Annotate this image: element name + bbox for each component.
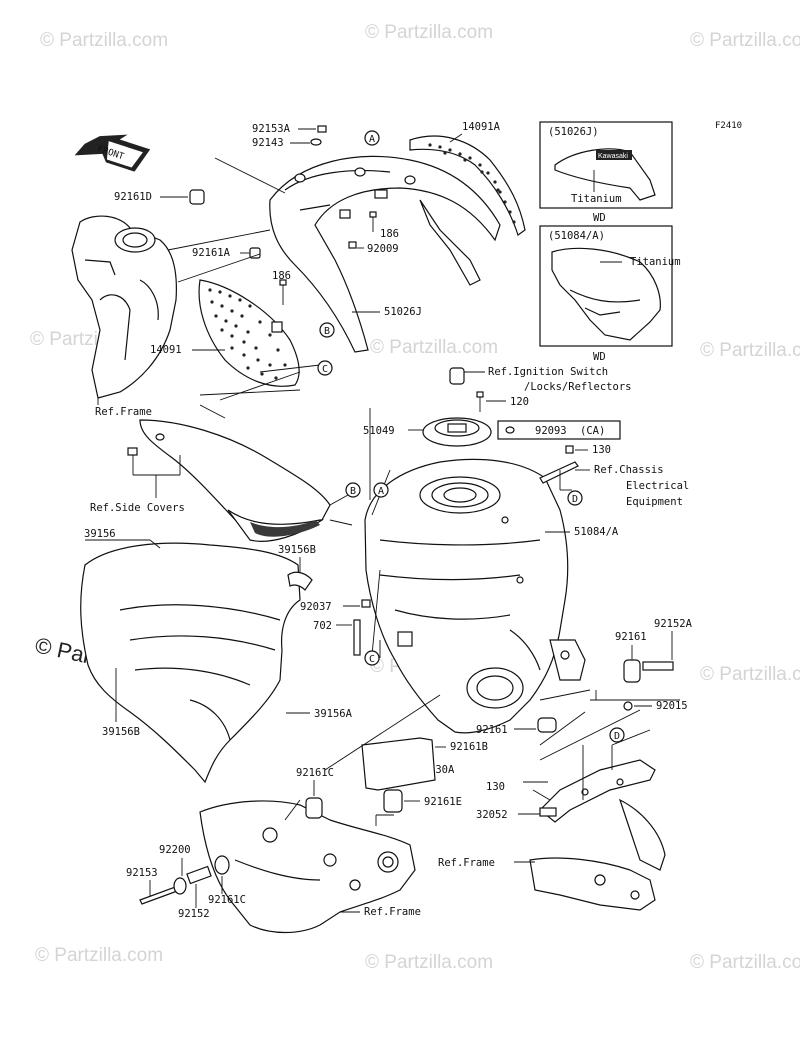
grille-14091-drawing xyxy=(198,279,300,387)
part-label: 39156 xyxy=(84,528,116,540)
part-label: 92009 xyxy=(367,243,399,255)
part-92093-box xyxy=(497,420,621,440)
watermark: © Partzilla.com xyxy=(690,30,800,51)
callout-a: A xyxy=(369,134,375,145)
part-label: 92152 xyxy=(178,908,210,920)
bracket-39156b xyxy=(287,571,313,591)
ref-chassis-label: Ref.Chassis xyxy=(594,464,664,476)
small-fasteners xyxy=(189,125,377,305)
callout-d: D xyxy=(572,494,578,505)
variant-color: Titanium xyxy=(630,256,681,268)
part-label: 51026J xyxy=(384,306,422,318)
fairing-cover-drawing xyxy=(269,155,501,353)
part-label: 130A xyxy=(429,764,455,776)
part-label: 92161A xyxy=(192,247,231,259)
variant-box-51026j: (51026J) Kawasaki Titanium xyxy=(539,121,673,209)
watermark: © Partzilla.com xyxy=(700,340,800,361)
callout-d: D xyxy=(614,731,620,742)
frame-front-drawing xyxy=(71,215,177,399)
part-label: 92153 xyxy=(126,867,158,879)
ref-ignition-label: Ref.Ignition Switch xyxy=(488,366,608,378)
watermark: © Partzilla.com xyxy=(690,952,800,973)
fuel-tank-drawing xyxy=(364,458,586,734)
diagram-code: F2410 xyxy=(715,121,742,131)
part-label: 39156B xyxy=(278,544,316,556)
rubber-block-92161b xyxy=(361,737,436,791)
callout-a: A xyxy=(378,486,384,497)
part-label: 92161 xyxy=(615,631,647,643)
variant-color: Titanium xyxy=(571,193,622,205)
part-label: 92161C xyxy=(208,894,246,906)
part-label: 92143 xyxy=(252,137,284,149)
ref-chassis-label-2: Electrical xyxy=(626,480,689,492)
part-label: 39156A xyxy=(314,708,353,720)
cushion-92161c xyxy=(305,797,323,819)
ref-frame-label: Ref.Frame xyxy=(95,406,152,418)
rear-bracket-drawing xyxy=(523,759,666,911)
part-label: 92161D xyxy=(114,191,152,203)
part-label: 186 xyxy=(272,270,291,282)
part-label: 92037 xyxy=(300,601,332,613)
variant-code: (51084/A) xyxy=(548,230,605,242)
ref-side-covers-label: Ref.Side Covers xyxy=(90,502,185,514)
part-label: 92153A xyxy=(252,123,291,135)
callout-c: C xyxy=(369,654,375,665)
part-label: 186 xyxy=(380,228,399,240)
part-label: 92015 xyxy=(656,700,688,712)
strap-drawing xyxy=(539,461,579,484)
cushion-92161e xyxy=(383,789,403,813)
part-label: 92093 xyxy=(535,425,567,437)
part-label: 92161 xyxy=(476,724,508,736)
watermark: © Partzilla.com xyxy=(40,30,168,51)
watermark: © Partzilla.com xyxy=(365,952,493,973)
part-label-note: (CA) xyxy=(580,425,605,437)
ref-frame-label: Ref.Frame xyxy=(364,906,421,918)
part-label: 702 xyxy=(313,620,332,632)
leader-lines xyxy=(167,157,680,821)
ref-ignition-label-2: /Locks/Reflectors xyxy=(524,381,631,393)
fuel-cap-drawing xyxy=(422,367,492,447)
bracket xyxy=(397,631,413,647)
part-label: 120 xyxy=(510,396,529,408)
part-label: 92200 xyxy=(159,844,191,856)
watermark: © Partzilla.com xyxy=(370,337,498,358)
grille-14091a-drawing xyxy=(409,135,526,236)
heat-shield-drawing xyxy=(80,542,301,784)
part-label: 32052 xyxy=(476,809,508,821)
part-label: 92152A xyxy=(654,618,693,630)
part-label: 92161E xyxy=(424,796,462,808)
part-702-tube xyxy=(353,619,361,656)
part-92037 xyxy=(361,599,371,608)
side-cover-drawing xyxy=(139,419,331,542)
part-label: 51084/A xyxy=(574,526,619,538)
front-arrow-icon: FRONT xyxy=(74,134,151,172)
part-label: 92161C xyxy=(296,767,334,779)
part-label: 14091 xyxy=(150,344,182,356)
lower-frame-drawing xyxy=(199,800,416,934)
watermark: © Partzilla.com xyxy=(35,945,163,966)
variant-box-51084a: (51084/A) Titanium xyxy=(539,225,681,347)
watermark: © Partzilla.com xyxy=(365,22,493,43)
part-label: 130 xyxy=(592,444,611,456)
callout-c: C xyxy=(322,364,328,375)
ref-chassis-label-3: Equipment xyxy=(626,496,683,508)
part-label: 39156B xyxy=(102,726,140,738)
variant-code: (51026J) xyxy=(548,126,599,138)
watermark: © Partzilla.com xyxy=(700,664,800,685)
callout-b: B xyxy=(324,326,330,337)
kawasaki-logo: Kawasaki xyxy=(598,153,628,160)
part-label: 14091A xyxy=(462,121,501,133)
callout-markers: A B C B A C D D xyxy=(317,130,625,743)
callout-b: B xyxy=(350,486,356,497)
ref-frame-label: Ref.Frame xyxy=(438,857,495,869)
variant-region: WD xyxy=(593,351,606,363)
variant-region: WD xyxy=(593,212,606,224)
part-label: 92161B xyxy=(450,741,488,753)
bottom-fasteners xyxy=(139,855,230,905)
part-label: 130 xyxy=(486,781,505,793)
part-label: 51049 xyxy=(363,425,395,437)
